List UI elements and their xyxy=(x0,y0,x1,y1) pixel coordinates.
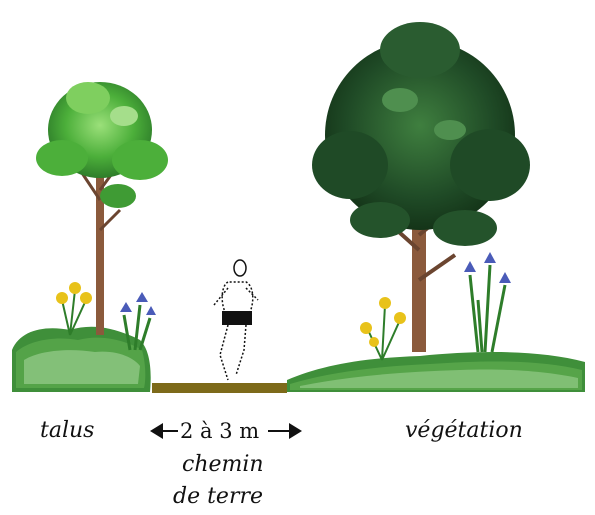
talus-label: talus xyxy=(40,418,94,443)
chemin-label-line1: chemin xyxy=(182,452,264,477)
vegetation-label: végétation xyxy=(405,418,523,443)
vegetation-grass xyxy=(287,352,585,392)
width-label: 2 à 3 m xyxy=(180,419,259,443)
runner-icon xyxy=(214,260,258,380)
dirt-path xyxy=(152,383,287,393)
right-tree-icon xyxy=(312,22,530,352)
talus-grass xyxy=(12,327,151,392)
chemin-label-line2: de terre xyxy=(173,484,263,509)
right-iris-icon xyxy=(464,252,511,352)
left-tree-icon xyxy=(36,82,168,335)
right-yellow-flowers-icon xyxy=(360,297,406,360)
